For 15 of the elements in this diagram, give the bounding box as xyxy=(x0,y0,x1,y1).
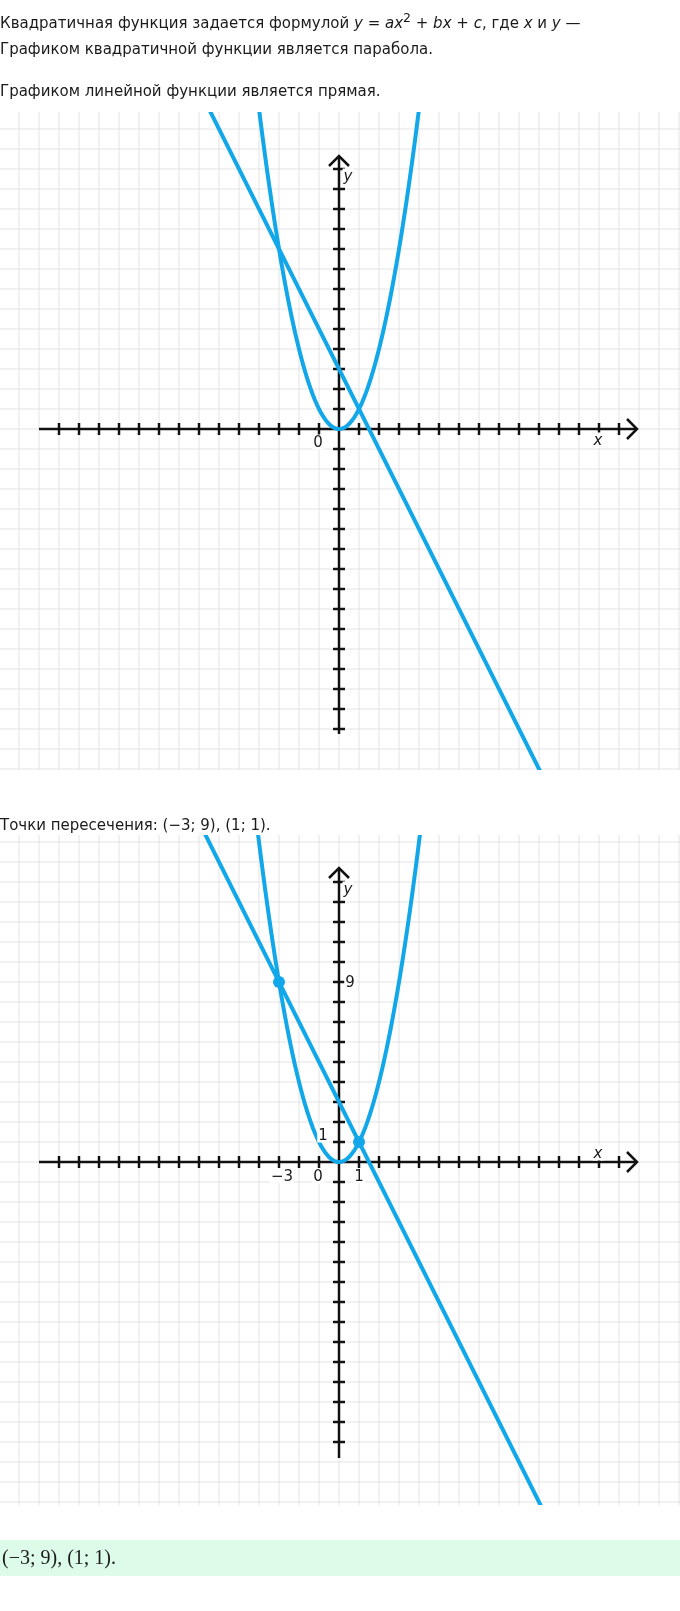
text-paragraph: Точки пересечения: (−3; 9), (1; 1). xyxy=(0,816,271,834)
axis-label: y xyxy=(342,881,354,897)
tick-label: 1 xyxy=(353,1168,365,1184)
tick-label: 1 xyxy=(317,1127,329,1143)
tick-label: 9 xyxy=(344,974,356,990)
origin-label: 0 xyxy=(312,434,324,450)
text-paragraph: Графиком квадратичной функции является парабола. xyxy=(0,40,433,58)
text-paragraph: Графиком линейной функции является прямая. xyxy=(0,82,381,100)
text-paragraph: Квадратичная функция задается формулой y = ax$^{2}$ + bx + c, где x и y — xyxy=(0,10,581,32)
origin-label: 0 xyxy=(312,1168,324,1184)
axis-label: x xyxy=(592,432,604,448)
axis-label: y xyxy=(342,168,354,184)
answer-text: (−3; 9), (1; 1). xyxy=(2,1546,117,1569)
tick-label: −3 xyxy=(269,1168,295,1184)
axis-label: x xyxy=(592,1145,604,1161)
